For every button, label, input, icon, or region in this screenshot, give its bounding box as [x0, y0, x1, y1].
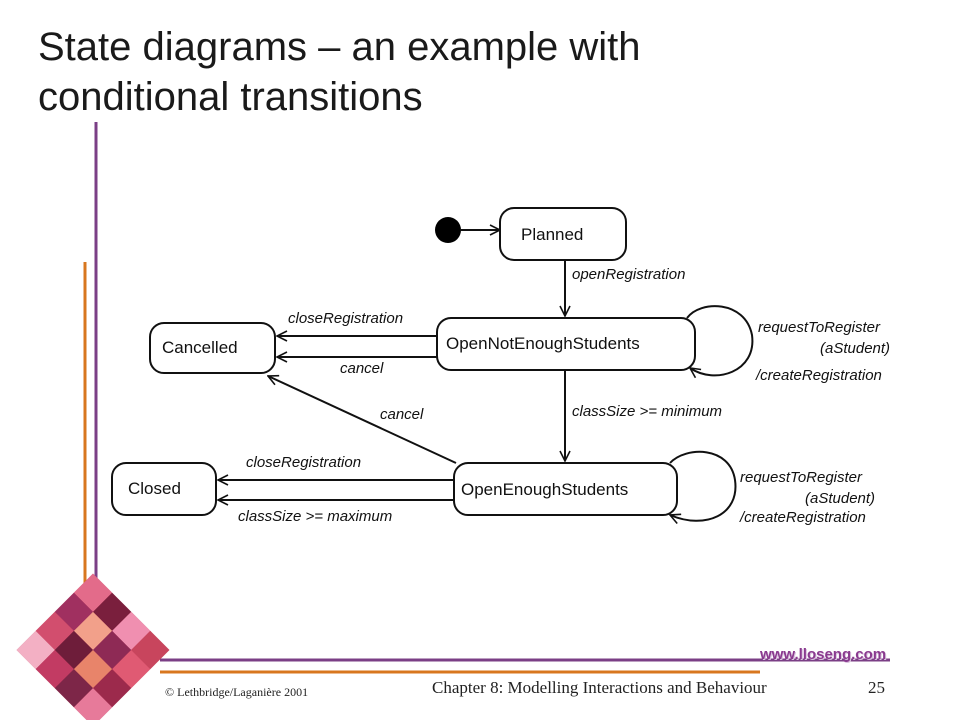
label-self-2-line3: /createRegistration: [739, 509, 866, 526]
state-open-not-enough-students: OpenNotEnoughStudents: [436, 317, 696, 371]
footer-copyright: © Lethbridge/Laganière 2001: [165, 685, 309, 699]
label-class-size-minimum: classSize >= minimum: [572, 403, 722, 420]
transition-cancel-2: [268, 376, 457, 464]
state-planned: Planned: [499, 207, 627, 261]
label-self-1-line2: (aStudent): [820, 340, 890, 357]
state-closed-label: Closed: [128, 479, 181, 498]
state-cancelled-label: Cancelled: [162, 338, 238, 357]
label-close-registration-1: closeRegistration: [288, 310, 403, 327]
slide-title-line-2: conditional transitions: [38, 75, 423, 119]
self-loop-open-enough: [670, 450, 737, 521]
footer-page-number: 25: [868, 678, 885, 697]
footer-url: www.lloseng.com: [760, 646, 887, 663]
slide-title-line-1: State diagrams – an example with: [38, 25, 641, 69]
label-open-registration: openRegistration: [572, 266, 685, 283]
self-loop-open-not-enough: [686, 305, 754, 375]
label-self-1-line1: requestToRegister: [758, 319, 881, 336]
label-self-1-line3: /createRegistration: [755, 367, 882, 384]
label-self-2-line2: (aStudent): [805, 490, 875, 507]
initial-state-dot: [435, 217, 461, 243]
state-open-enough-students-label: OpenEnoughStudents: [461, 480, 628, 499]
slide-title: State diagrams – an example with conditi…: [38, 22, 918, 122]
state-cancelled: Cancelled: [149, 322, 276, 374]
label-close-registration-2: closeRegistration: [246, 454, 361, 471]
label-cancel-1: cancel: [340, 360, 384, 377]
quilt-logo: [16, 573, 170, 720]
label-self-2-line1: requestToRegister: [740, 469, 863, 486]
state-closed: Closed: [111, 462, 217, 516]
state-open-not-enough-students-label: OpenNotEnoughStudents: [446, 334, 640, 353]
label-class-size-maximum: classSize >= maximum: [238, 508, 392, 525]
footer-chapter: Chapter 8: Modelling Interactions and Be…: [432, 678, 767, 697]
state-open-enough-students: OpenEnoughStudents: [453, 462, 678, 516]
label-cancel-2: cancel: [380, 406, 424, 423]
state-planned-label: Planned: [521, 225, 583, 244]
